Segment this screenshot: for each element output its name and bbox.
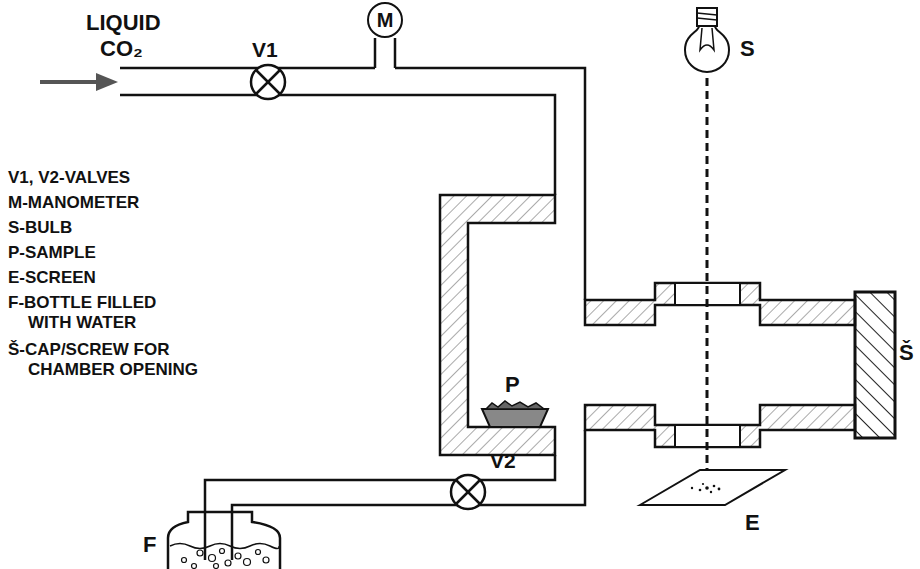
- key-entry: E-SCREEN: [8, 268, 96, 288]
- manometer-circle: M: [367, 2, 403, 38]
- key-entry: F-BOTTLE FILLED WITH WATER: [8, 293, 178, 332]
- part-name: V1: [252, 38, 278, 62]
- part-name: V2: [490, 449, 516, 473]
- key-entry: S-BULB: [8, 218, 72, 238]
- part-name: P: [505, 372, 520, 397]
- outlet-pipe: [205, 430, 585, 560]
- inlet-label: LIQUID: [86, 10, 161, 35]
- light-ray: [707, 78, 708, 485]
- key-entry: P-SAMPLE: [8, 243, 96, 263]
- part-name: F: [143, 532, 156, 557]
- valve-symbol: [251, 65, 285, 99]
- screen: [640, 470, 785, 505]
- chamber-wall: [440, 195, 855, 455]
- sample-dish: [482, 401, 548, 427]
- key-entry: V1, V2-VALVES: [8, 168, 130, 188]
- chamber-cap: [855, 292, 895, 438]
- inlet-pipe: [120, 38, 585, 300]
- node-text: M: [377, 10, 394, 30]
- key-entry: Š-CAP/SCREW FOR CHAMBER OPENING: [8, 340, 213, 379]
- part-name: E: [745, 510, 760, 535]
- valve-symbol: [451, 475, 485, 509]
- part-name: S: [740, 36, 755, 61]
- water-bottle: [168, 512, 280, 569]
- feed-arrow: [40, 73, 118, 91]
- key-entry: M-MANOMETER: [8, 193, 139, 213]
- light-bulb: [685, 8, 729, 72]
- part-name: Š: [899, 340, 914, 365]
- inlet-label: CO₂: [100, 36, 143, 61]
